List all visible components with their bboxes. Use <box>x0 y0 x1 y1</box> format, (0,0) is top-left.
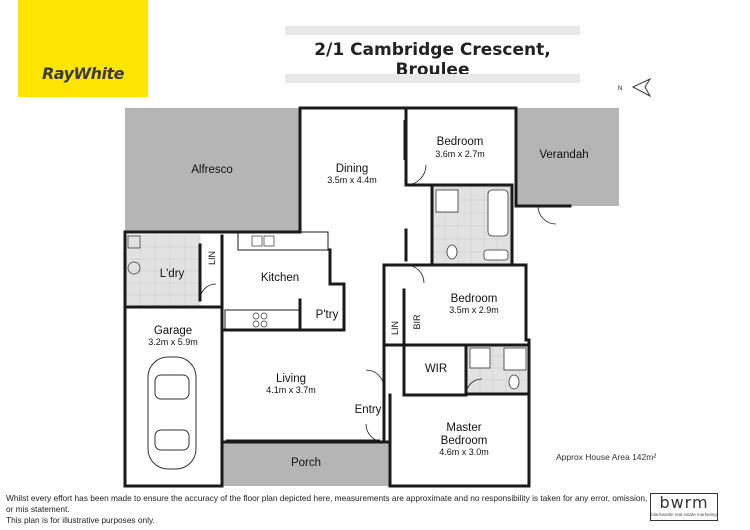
sink-icon <box>251 235 275 247</box>
north-label: N <box>618 86 622 92</box>
north-arrow-icon: N <box>618 77 652 98</box>
bwrm-logo: bwrm blackwattle real estate marketing <box>650 493 718 521</box>
title-bar-bottom <box>285 74 580 83</box>
room-label-alfresco: Alfresco <box>191 164 233 176</box>
room-label-verandah: Verandah <box>539 149 588 161</box>
walls <box>123 106 572 488</box>
room-label-master-bedroom: Bedroom <box>441 435 488 447</box>
porch-area <box>222 442 390 486</box>
room-label-lin-1: LIN <box>207 251 217 265</box>
room-dims-master: 4.6m x 3.0m <box>439 447 489 457</box>
room-dims-bedroom-1: 3.6m x 2.7m <box>435 149 485 159</box>
disclaimer-line-1: Whilst every effort has been made to ens… <box>6 493 648 514</box>
room-label-entry: Entry <box>355 404 382 416</box>
title-bar-top <box>285 26 580 35</box>
room-label-lin-2: LIN <box>390 321 400 335</box>
room-label-bedroom-2: Bedroom <box>451 293 498 305</box>
kitchen-counter <box>224 309 301 331</box>
room-label-dining: Dining <box>336 163 369 175</box>
logo-text: RayWhite <box>41 64 125 83</box>
room-dims-garage: 3.2m x 5.9m <box>148 337 198 347</box>
room-label-pantry: P'try <box>316 309 339 321</box>
cooktop-icon <box>252 312 268 328</box>
disclaimer: Whilst every effort has been made to ens… <box>6 493 651 526</box>
alfresco-area <box>125 108 300 232</box>
room-label-living: Living <box>276 373 306 385</box>
brand-name: bwrm <box>659 493 709 512</box>
room-dims-dining: 3.5m x 4.4m <box>327 175 377 185</box>
room-label-porch: Porch <box>291 457 321 469</box>
room-label-wir: WIR <box>425 363 447 375</box>
room-label-kitchen: Kitchen <box>261 272 299 284</box>
door-swings <box>199 164 557 443</box>
room-dims-bedroom-2: 3.5m x 2.9m <box>449 305 499 315</box>
room-label-master: Master <box>446 422 481 434</box>
brand-tagline: blackwattle real estate marketing <box>651 512 717 517</box>
bath-fixtures-icon <box>435 189 527 390</box>
room-label-garage: Garage <box>154 325 192 337</box>
windows <box>226 120 517 441</box>
room-label-bir: BIR <box>412 314 422 330</box>
raywhite-logo: RayWhite <box>18 0 148 97</box>
car-icon <box>147 356 197 470</box>
room-label-laundry: L'dry <box>160 268 185 280</box>
laundry-fixtures-icon <box>127 235 141 275</box>
house-area-note: Approx House Area 142m² <box>556 452 657 462</box>
kitchen-bench <box>237 231 329 251</box>
verandah-area <box>516 108 619 206</box>
room-dims-living: 4.1m x 3.7m <box>266 385 316 395</box>
disclaimer-line-2: This plan is for illustrative purposes o… <box>6 515 155 525</box>
room-label-bedroom-1: Bedroom <box>437 136 484 148</box>
